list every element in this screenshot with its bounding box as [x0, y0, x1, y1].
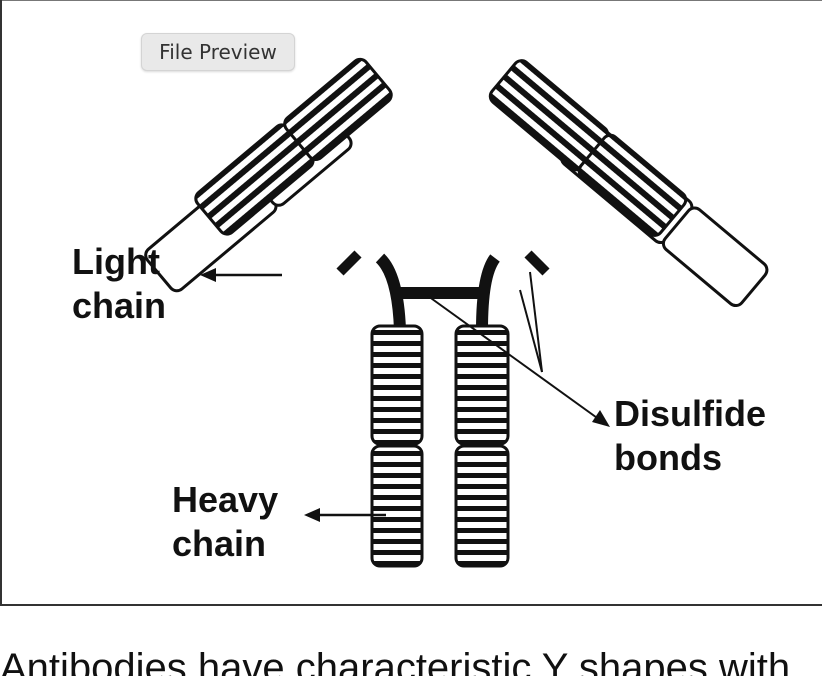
file-preview-tooltip: File Preview: [141, 33, 295, 71]
left-light-heavy-bond: [340, 254, 358, 272]
heavy-chain-label-line2: chain: [172, 522, 278, 566]
light-chain-label-line1: Light: [72, 240, 166, 284]
right-stem-lower: [456, 446, 508, 566]
light-chain-label: Light chain: [72, 240, 166, 328]
figure-caption: Antibodies have characteristic Y shapes …: [0, 628, 822, 676]
heavy-chain-label-line1: Heavy: [172, 478, 278, 522]
right-heavy-chain-arm: [487, 57, 689, 238]
left-hinge: [380, 258, 400, 330]
disulfide-bonds-label-line2: bonds: [614, 436, 766, 480]
right-stem-upper: [456, 326, 508, 444]
right-light-heavy-bond: [528, 254, 546, 272]
disulfide-bonds-label: Disulfide bonds: [614, 392, 766, 480]
left-stem-upper: [372, 326, 422, 444]
left-stem-lower: [372, 446, 422, 566]
left-heavy-chain-arm: [193, 56, 395, 237]
heavy-chain-label: Heavy chain: [172, 478, 278, 566]
light-chain-label-line2: chain: [72, 284, 166, 328]
disulfide-bonds-label-line1: Disulfide: [614, 392, 766, 436]
light-chain-arrow: [200, 268, 282, 282]
